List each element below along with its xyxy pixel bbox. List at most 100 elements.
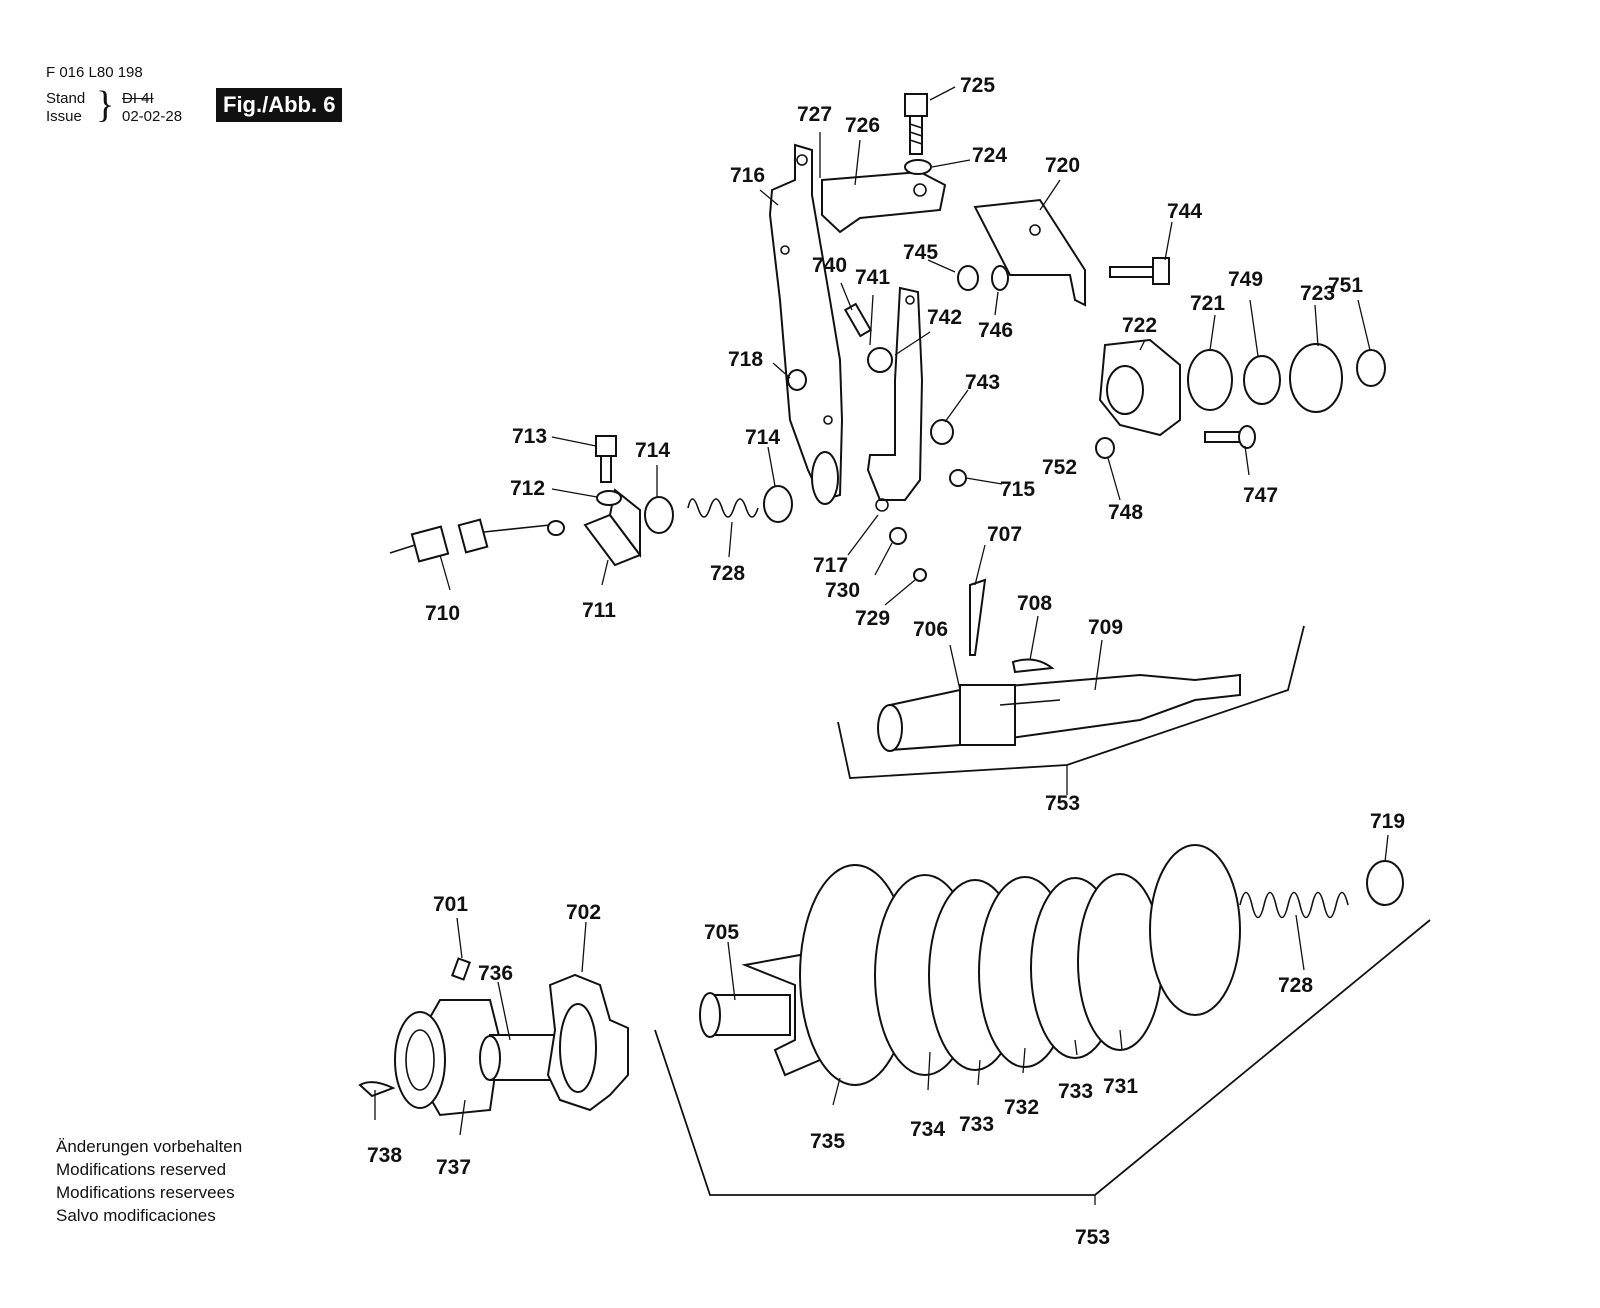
- bracket-720: [973, 198, 1086, 307]
- callout-744: 744: [1167, 200, 1202, 223]
- shaft-736: [479, 1034, 561, 1081]
- shaft-705: [699, 953, 821, 1077]
- callout-717: 717: [813, 554, 848, 577]
- screw-725: [904, 93, 928, 155]
- callout-733a: 733: [959, 1113, 994, 1136]
- callout-713: 713: [512, 425, 547, 448]
- spring-728-upper: [687, 498, 759, 518]
- brace-icon: }: [96, 84, 115, 126]
- group-bracket-753-lower: [654, 919, 1431, 1196]
- callout-752: 752: [1042, 456, 1077, 479]
- spring-728-lower: [1239, 891, 1349, 919]
- callout-745: 745: [903, 241, 938, 264]
- cam-702: [546, 973, 629, 1112]
- callout-705: 705: [704, 921, 739, 944]
- callout-718: 718: [728, 348, 763, 371]
- callout-746: 746: [978, 319, 1013, 342]
- callout-753b: 753: [1075, 1226, 1110, 1249]
- nut-751: [1356, 349, 1386, 387]
- callout-708: 708: [1017, 592, 1052, 615]
- stand-value: DI 4I: [122, 90, 154, 107]
- screw-740: [843, 302, 893, 373]
- callout-732: 732: [1004, 1096, 1039, 1119]
- callout-748: 748: [1108, 501, 1143, 524]
- callout-738: 738: [367, 1144, 402, 1167]
- nuts-745-746: [957, 265, 1009, 291]
- callout-709: 709: [1088, 616, 1123, 639]
- ring-714b: [763, 485, 793, 523]
- callout-715: 715: [1000, 478, 1035, 501]
- callout-710: 710: [425, 602, 460, 625]
- disc-end: [1149, 844, 1241, 1016]
- ring-749: [1243, 355, 1281, 405]
- callout-736: 736: [478, 962, 513, 985]
- stand-label: Stand: [46, 90, 86, 107]
- callout-730: 730: [825, 579, 860, 602]
- callout-712: 712: [510, 477, 545, 500]
- callout-720: 720: [1045, 154, 1080, 177]
- washer-730: [889, 527, 907, 545]
- callout-724: 724: [972, 144, 1007, 167]
- callout-723: 723: [1300, 282, 1335, 305]
- note-german: Änderungen vorbehalten: [56, 1137, 243, 1156]
- callout-742: 742: [927, 306, 962, 329]
- pin-707: [969, 578, 987, 656]
- lever-bracket-716: [768, 143, 844, 505]
- callout-714a: 714: [635, 439, 670, 462]
- callout-743: 743: [965, 371, 1000, 394]
- callout-737: 737: [436, 1156, 471, 1179]
- callout-728b: 728: [1278, 974, 1313, 997]
- key-738: [358, 1081, 396, 1098]
- callout-751: 751: [1328, 274, 1363, 297]
- callout-719: 719: [1370, 810, 1405, 833]
- callout-741: 741: [855, 266, 890, 289]
- issue-date: 02-02-28: [122, 108, 183, 125]
- cable-710: [389, 518, 565, 563]
- note-spanish: Salvo modificaciones: [56, 1206, 216, 1225]
- callout-747: 747: [1243, 484, 1278, 507]
- hub-737: [394, 999, 502, 1117]
- screw-747: [1204, 425, 1256, 449]
- callout-729: 729: [855, 607, 890, 630]
- washer-712: [596, 490, 622, 506]
- callout-702: 702: [566, 901, 601, 924]
- callout-722: 722: [1122, 314, 1157, 337]
- callout-749: 749: [1228, 268, 1263, 291]
- nut-743: [930, 419, 954, 445]
- callout-714b: 714: [745, 426, 780, 449]
- key-708: [1011, 658, 1055, 674]
- header: F 016 L80 198 Stand Issue } DI 4I 02-02-…: [0, 0, 400, 140]
- screw-744: [1109, 257, 1170, 285]
- leader-lines: [374, 86, 1389, 1205]
- callout-725: 725: [960, 74, 995, 97]
- figure-badge: Fig./Abb. 6: [216, 88, 343, 122]
- callout-735: 735: [810, 1130, 845, 1153]
- bracket-711: [583, 488, 642, 567]
- callout-734: 734: [910, 1118, 945, 1141]
- callout-701: 701: [433, 893, 468, 916]
- nut-719: [1366, 860, 1404, 906]
- bearing-721: [1187, 349, 1233, 411]
- note-english: Modifications reserved: [56, 1160, 227, 1179]
- screw-715: [949, 469, 967, 487]
- washer-724: [904, 159, 932, 175]
- nut-748: [1095, 437, 1115, 459]
- document-number: F 016 L80 198: [46, 64, 143, 81]
- callout-labels: 725 727 726 724 716 720 744 745 740 741 …: [367, 74, 1405, 1249]
- callout-716: 716: [730, 164, 765, 187]
- gear-723: [1289, 343, 1343, 413]
- link-726: [821, 170, 947, 234]
- note-french: Modifications reservees: [56, 1183, 235, 1202]
- pin-729: [913, 568, 927, 582]
- callout-707: 707: [987, 523, 1022, 546]
- screw-713: [595, 435, 617, 483]
- lever-bracket-717: [866, 286, 924, 512]
- issue-label: Issue: [46, 108, 82, 125]
- callout-728a: 728: [710, 562, 745, 585]
- callout-733b: 733: [1058, 1080, 1093, 1103]
- callout-706: 706: [913, 618, 948, 641]
- callout-727: 727: [797, 103, 832, 126]
- modification-notes: Änderungen vorbehalten Modifications res…: [56, 1135, 242, 1227]
- callout-740: 740: [812, 254, 847, 277]
